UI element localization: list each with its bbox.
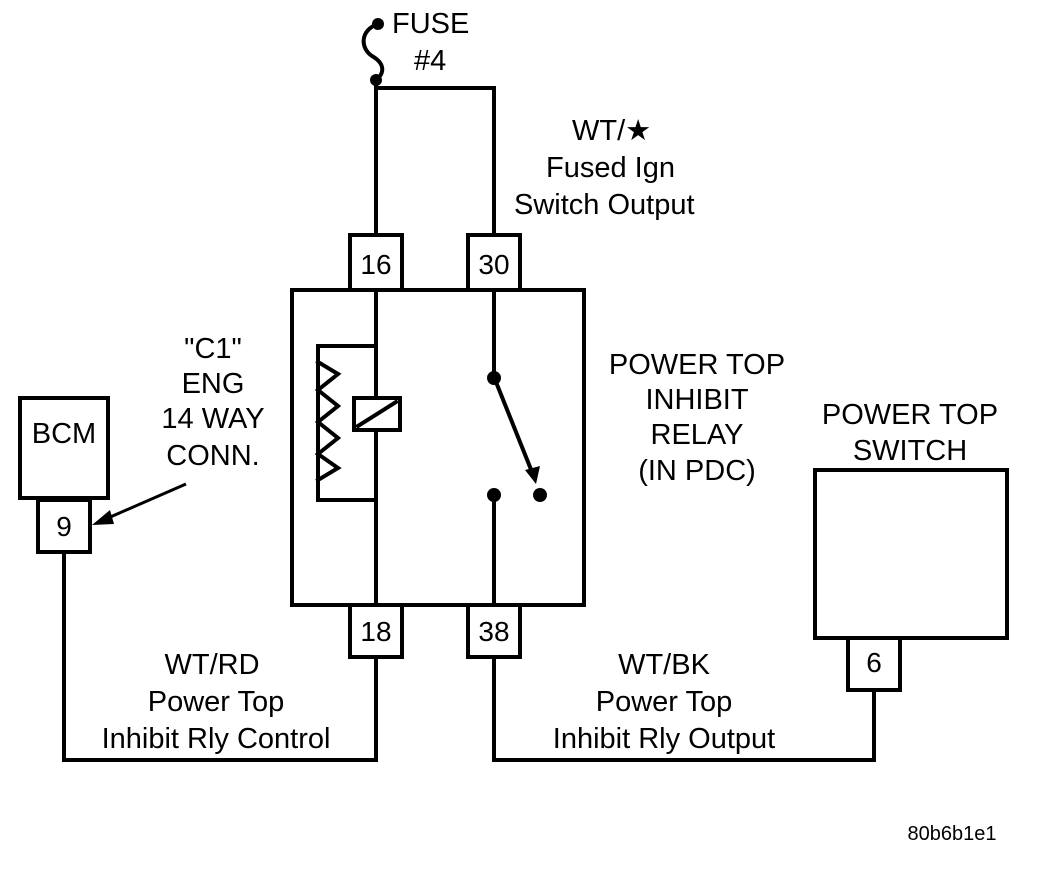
output-wire-desc-2: Inhibit Rly Output (553, 723, 775, 755)
fuse-label: FUSE (392, 8, 469, 40)
bcm-label: BCM (32, 418, 96, 450)
output-wire-desc-1: Power Top (596, 686, 733, 718)
connector-arrow (92, 482, 187, 525)
feed-wire-desc-1: Fused Ign (546, 152, 675, 184)
fuse-symbol (361, 18, 385, 86)
switch-label-2: SWITCH (853, 435, 967, 467)
switch-label-1: POWER TOP (822, 399, 998, 431)
connector-label-1: "C1" (184, 333, 242, 365)
relay-pin-16-label: 16 (360, 249, 391, 280)
relay-pin-38-label: 38 (478, 616, 509, 647)
relay-body (290, 288, 586, 607)
control-wire-desc-1: Power Top (148, 686, 285, 718)
relay-label-4: (IN PDC) (638, 455, 756, 487)
bcm-pin-9-label: 9 (56, 511, 72, 542)
power-top-switch-box (813, 468, 1009, 640)
control-wire-color: WT/RD (164, 649, 259, 681)
connector-label-2: ENG (182, 368, 245, 400)
feed-wire-pin30 (374, 86, 496, 237)
relay-label-3: RELAY (651, 419, 744, 451)
relay-label-2: INHIBIT (645, 384, 748, 416)
output-wire-color: WT/BK (618, 649, 710, 681)
relay-pin-30-label: 30 (478, 249, 509, 280)
control-wire-desc-2: Inhibit Rly Control (102, 723, 331, 755)
relay-label-1: POWER TOP (609, 349, 785, 381)
relay-pin-18-box (348, 603, 404, 659)
relay-pin-18-label: 18 (360, 616, 391, 647)
fuse-number: #4 (414, 45, 446, 77)
bcm-pin-9-box (36, 498, 92, 554)
connector-label-3: 14 WAY (161, 403, 264, 435)
relay-switch-contacts (487, 288, 547, 607)
feed-wire-desc-2: Switch Output (514, 189, 695, 221)
switch-pin-6-label: 6 (866, 647, 882, 678)
feed-wire-color: WT/★ (572, 115, 651, 147)
connector-label-4: CONN. (166, 440, 259, 472)
output-wire (492, 655, 876, 762)
relay-coil (314, 288, 402, 607)
figure-code: 80b6b1e1 (908, 823, 997, 845)
control-wire (62, 550, 378, 762)
bcm-box (18, 396, 110, 500)
